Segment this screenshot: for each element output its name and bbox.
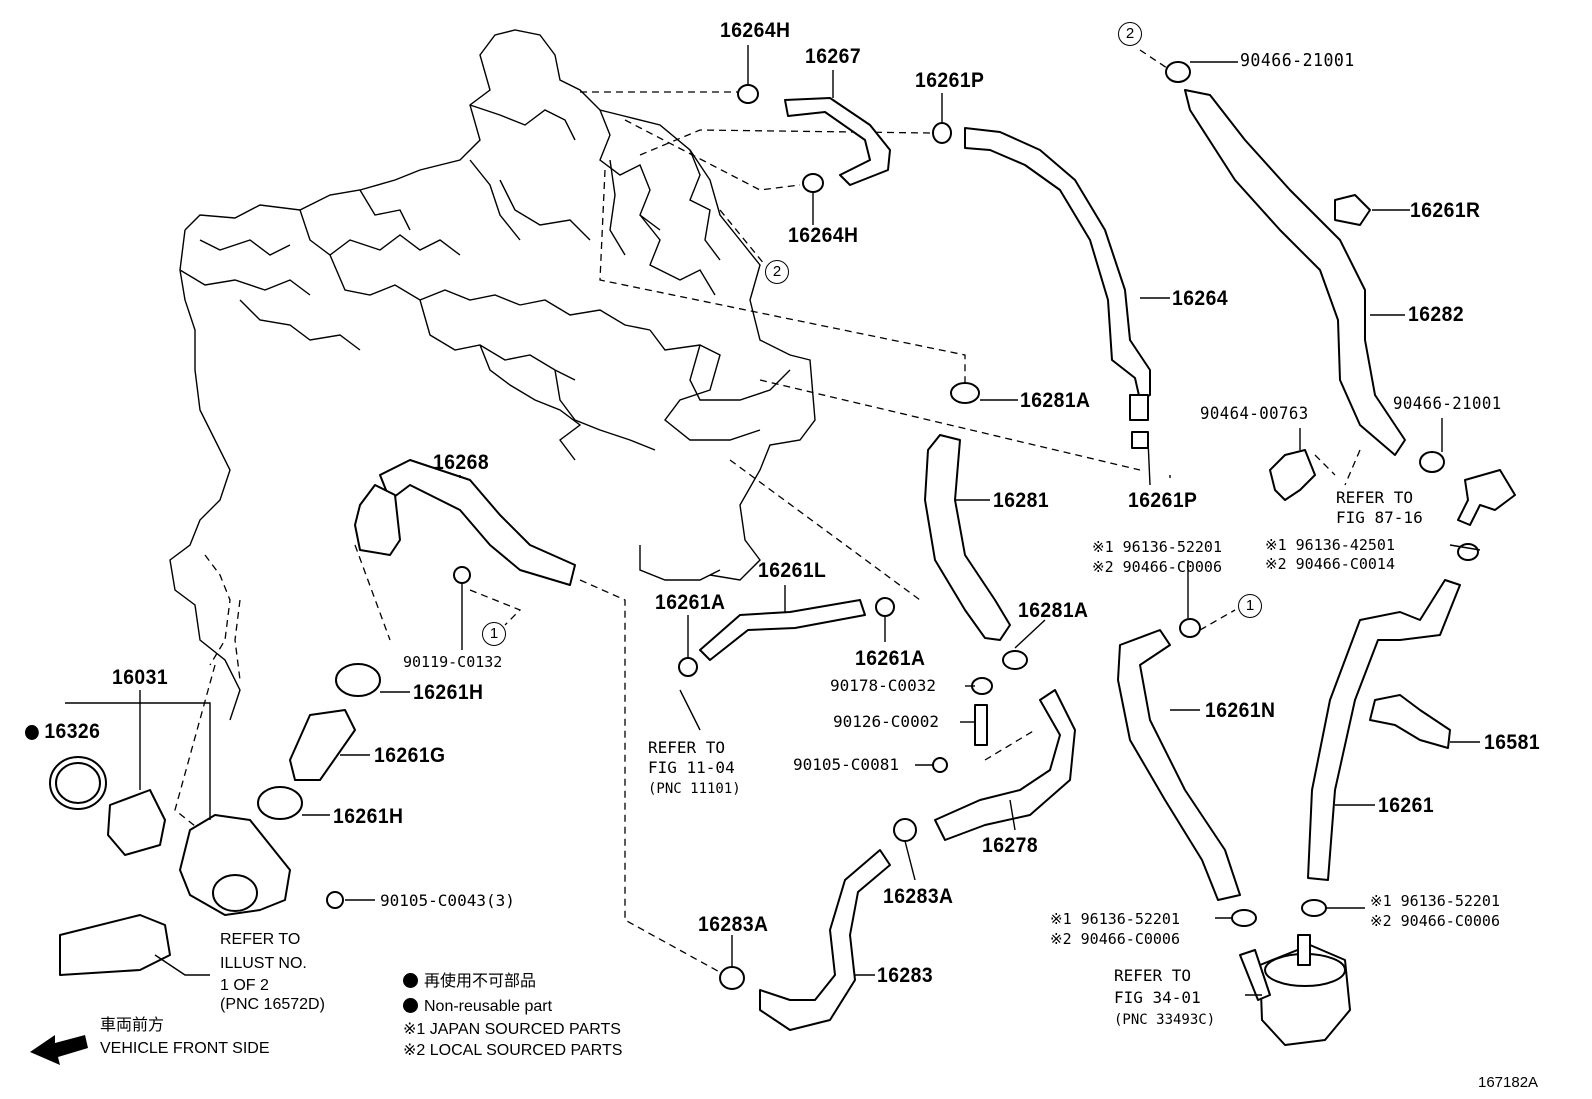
label-90178-C0032: 90178-C0032 [830, 676, 936, 695]
ref-fig11-line2: FIG 11-04 [648, 758, 735, 777]
legend-nonreusable-en-text: Non-reusable part [424, 998, 553, 1015]
label-16264H-mid: 16264H [788, 224, 859, 247]
legend-dot-icon [403, 998, 418, 1013]
label-16281A-low: 16281A [1018, 599, 1089, 622]
legend-nonreusable-en: Non-reusable part [403, 998, 552, 1015]
clamps [49, 61, 1479, 1046]
legend-nonreusable-jp: 再使用不可部品 [403, 973, 536, 990]
label-16261P-top: 16261P [915, 69, 985, 92]
hoses [59, 89, 1516, 1031]
note-3-a: ※1 96136-52201 [1050, 910, 1180, 928]
label-16283A-left: 16283A [698, 913, 769, 936]
label-16264H-top: 16264H [720, 19, 791, 42]
ref-fig34-line2: FIG 34-01 [1114, 988, 1201, 1007]
legend-dot-icon [403, 973, 418, 988]
label-90119-C0132: 90119-C0132 [403, 653, 503, 671]
label-16261L: 16261L [758, 559, 827, 582]
label-90105-C0081: 90105-C0081 [793, 755, 899, 774]
label-90126-C0002: 90126-C0002 [833, 712, 939, 731]
label-16283A-mid: 16283A [883, 885, 954, 908]
label-16282: 16282 [1408, 303, 1465, 326]
label-16261P-mid: 16261P [1128, 489, 1198, 512]
legend-nonreusable-jp-text: 再使用不可部品 [424, 973, 537, 990]
ref-fig11-line3: (PNC 11101) [648, 781, 741, 797]
label-16261A-right: 16261A [855, 647, 926, 670]
label-90466-21001-top: 90466-21001 [1240, 50, 1355, 71]
legend-local-sourced: ※2 LOCAL SOURCED PARTS [403, 1042, 623, 1059]
label-90466-21001-mid: 90466-21001 [1393, 394, 1502, 414]
ref-fig34-line3: (PNC 33493C) [1114, 1012, 1216, 1028]
label-16281A-top: 16281A [1020, 389, 1091, 412]
label-16278: 16278 [982, 834, 1039, 857]
label-16281: 16281 [993, 489, 1050, 512]
dashed-leaders [174, 49, 1361, 976]
legend-front-jp: 車両前方 [100, 1017, 165, 1034]
label-16581: 16581 [1484, 731, 1541, 754]
label-16283: 16283 [877, 964, 934, 987]
ref-illust-line2: ILLUST NO. [220, 955, 307, 972]
label-16261: 16261 [1378, 794, 1435, 817]
note-2-a: ※1 96136-42501 [1265, 536, 1395, 554]
engine-outline [169, 29, 816, 721]
non-reusable-dot-icon [25, 725, 39, 740]
label-16326: 16326 [25, 721, 100, 742]
label-16261A-left: 16261A [655, 591, 726, 614]
callout-2-top: 2 [1118, 22, 1142, 46]
note-4-a: ※1 96136-52201 [1370, 892, 1500, 910]
note-1-b: ※2 90466-C0006 [1092, 558, 1222, 576]
note-4-b: ※2 90466-C0006 [1370, 912, 1500, 930]
drawing-id: 167182A [1478, 1074, 1539, 1091]
callout-2-mid: 2 [765, 260, 789, 284]
label-16261R: 16261R [1410, 199, 1481, 222]
front-arrow-icon [30, 1035, 88, 1065]
solid-leaders [65, 45, 1481, 996]
note-2-b: ※2 90466-C0014 [1265, 555, 1395, 573]
label-90464-00763: 90464-00763 [1200, 404, 1309, 424]
legend-front-en: VEHICLE FRONT SIDE [100, 1040, 270, 1057]
label-16267: 16267 [805, 45, 862, 68]
ref-fig34-line1: REFER TO [1114, 966, 1192, 985]
label-16261H-top: 16261H [413, 681, 484, 704]
label-90105-C0043: 90105-C0043(3) [380, 891, 515, 910]
label-16264: 16264 [1172, 287, 1229, 310]
ref-illust-line4: (PNC 16572D) [220, 996, 325, 1013]
callout-1-left: 1 [482, 622, 506, 646]
ref-illust-line3: 1 OF 2 [220, 977, 269, 994]
callout-1-right: 1 [1238, 594, 1262, 618]
note-3-b: ※2 90466-C0006 [1050, 930, 1180, 948]
label-16326-text: 16326 [44, 720, 101, 743]
label-16268: 16268 [433, 451, 490, 474]
label-16031: 16031 [112, 666, 169, 689]
label-16261G: 16261G [374, 744, 446, 767]
ref-illust-line1: REFER TO [220, 931, 301, 948]
legend-japan-sourced: ※1 JAPAN SOURCED PARTS [403, 1021, 621, 1038]
ref-fig11-line1: REFER TO [648, 738, 726, 757]
ref-fig87-line2: FIG 87-16 [1336, 508, 1423, 527]
label-16261N: 16261N [1205, 699, 1276, 722]
label-16261H-low: 16261H [333, 805, 404, 828]
note-1-a: ※1 96136-52201 [1092, 538, 1222, 556]
ref-fig87-line1: REFER TO [1336, 488, 1414, 507]
